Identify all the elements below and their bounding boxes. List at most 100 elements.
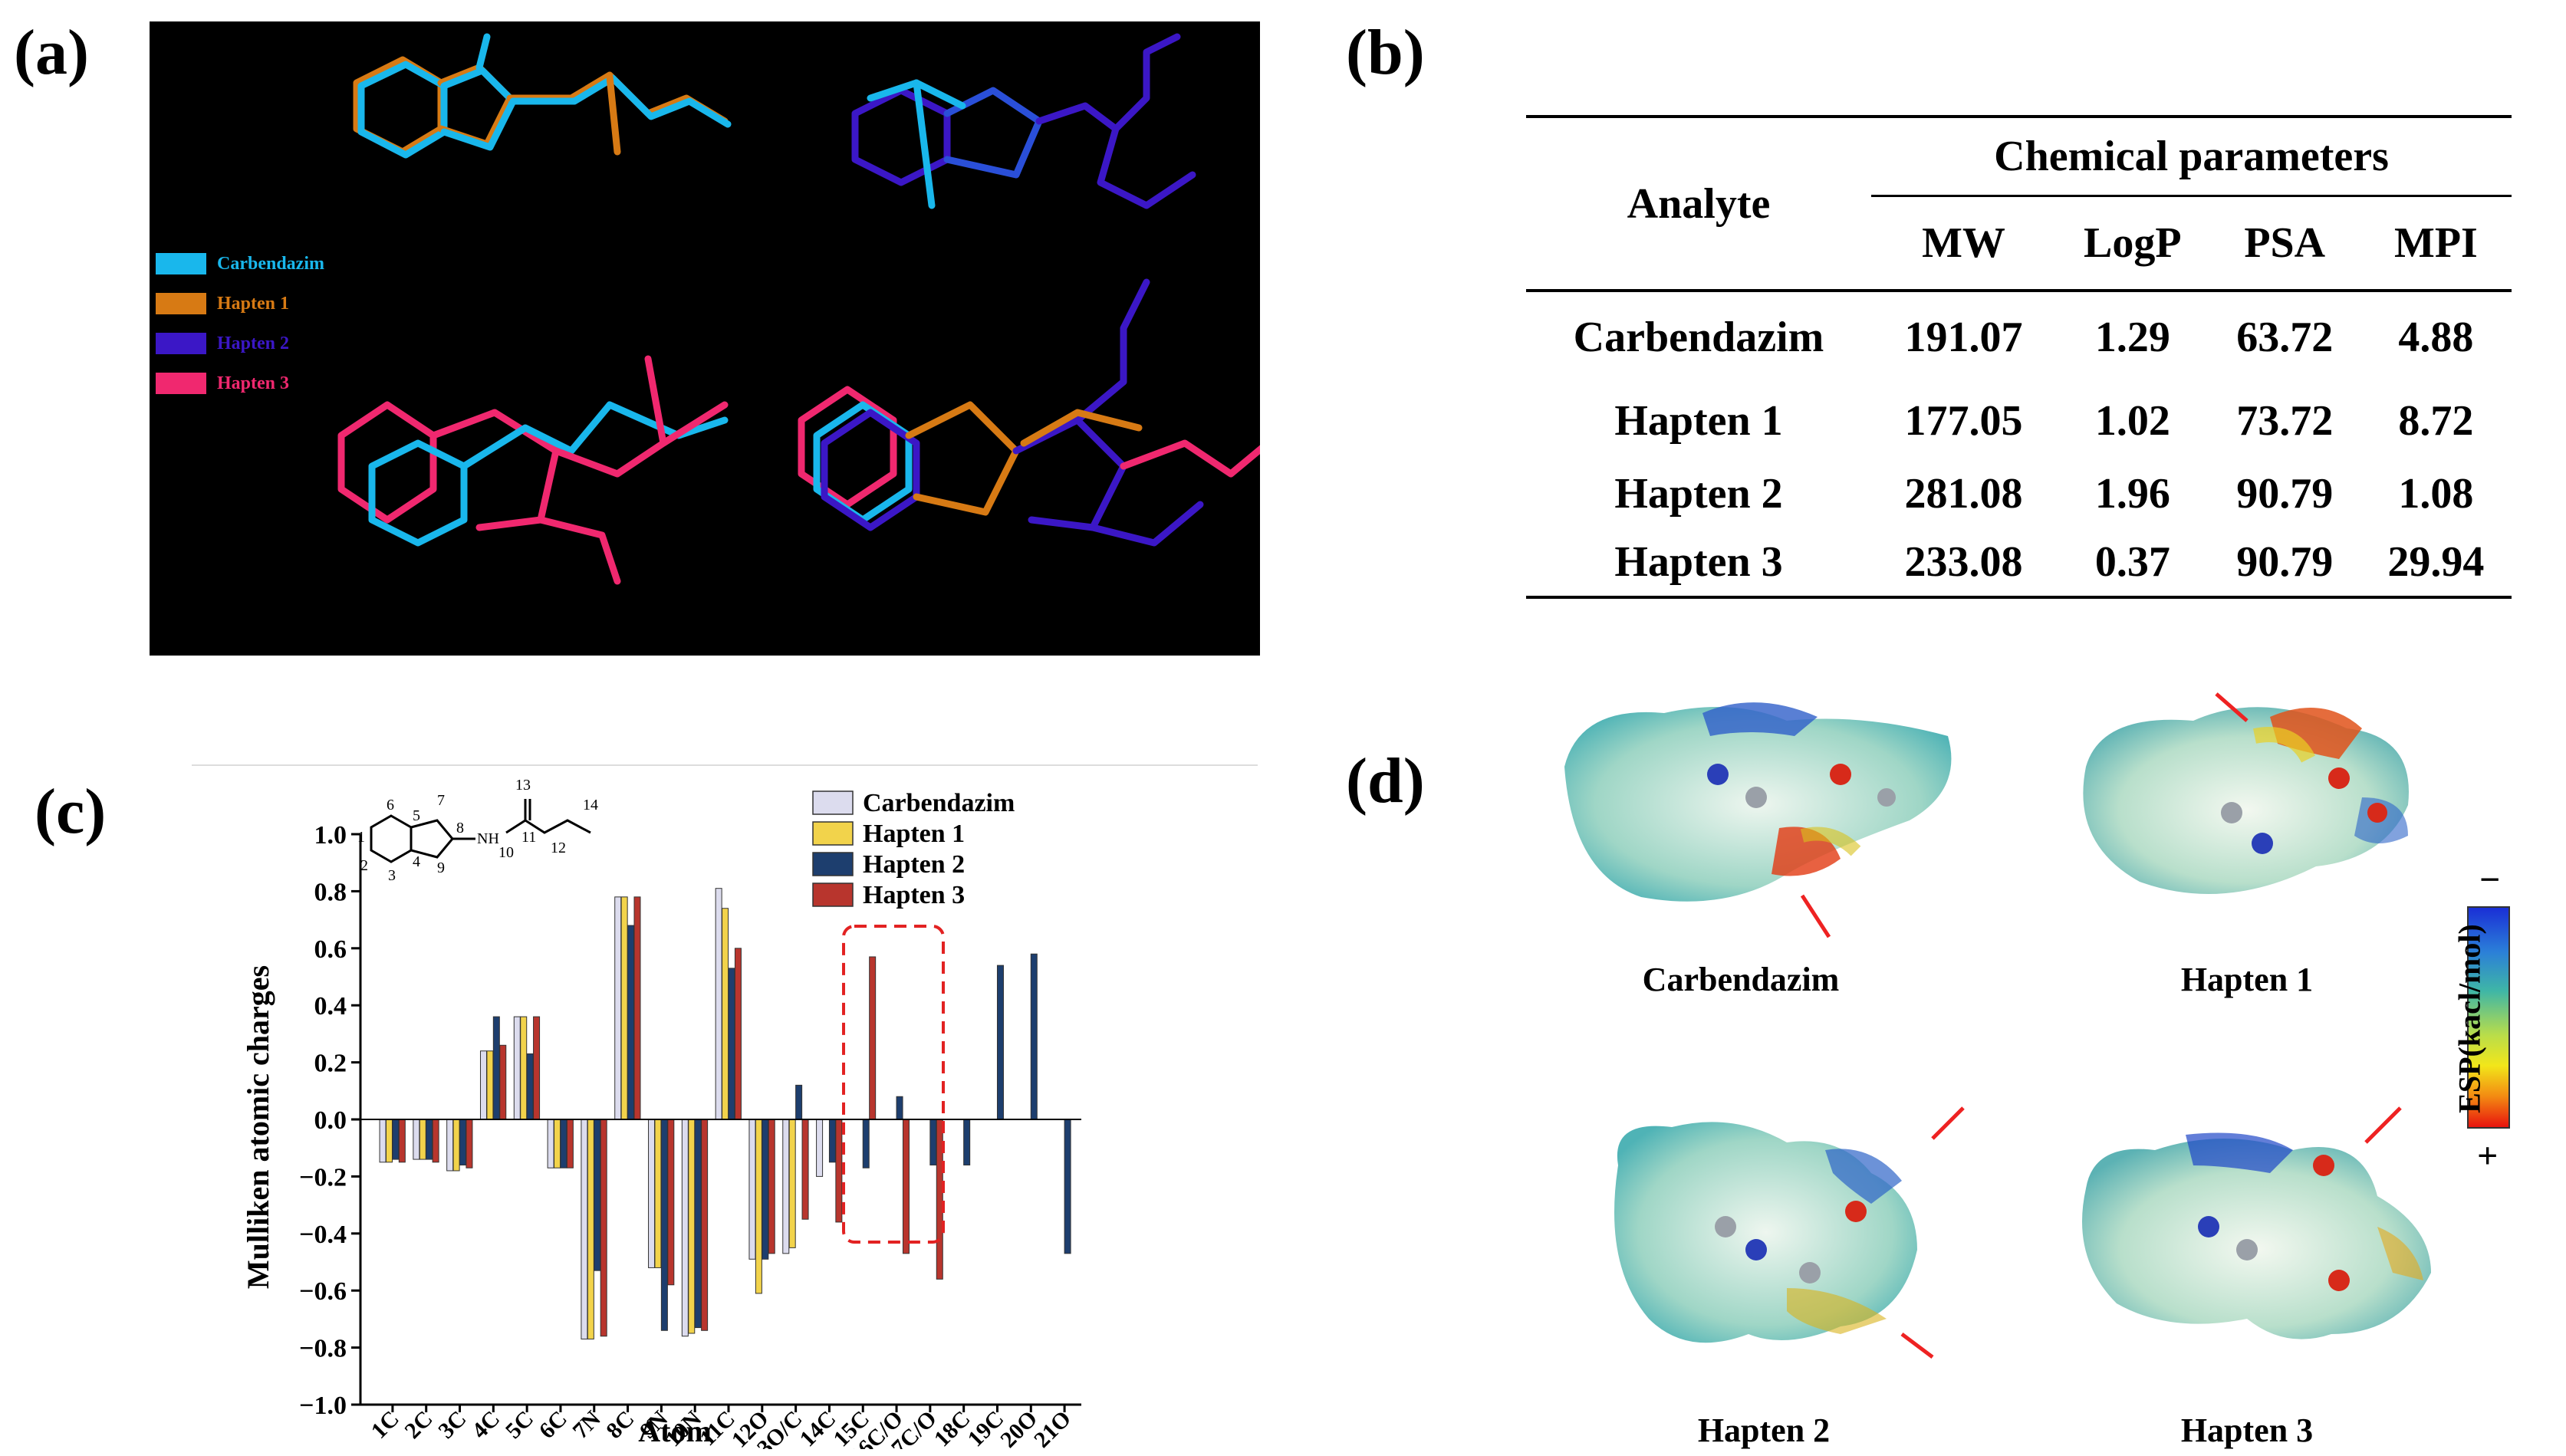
chart-bar bbox=[835, 1119, 843, 1223]
y-tick-label: 1.0 bbox=[314, 821, 347, 850]
chart-bar bbox=[963, 1119, 971, 1166]
table-cell: 73.72 bbox=[2236, 397, 2334, 445]
chart-bar bbox=[465, 1119, 473, 1168]
x-axis-label: Atom bbox=[638, 1414, 712, 1448]
esp-carbendazim bbox=[1564, 702, 1952, 938]
legend-swatch bbox=[812, 790, 854, 815]
table-cell: 29.94 bbox=[2387, 538, 2485, 586]
y-tick-label: 0.0 bbox=[314, 1106, 347, 1135]
chart-bar bbox=[681, 1119, 689, 1337]
chart-bar bbox=[385, 1119, 393, 1163]
chart-bar bbox=[486, 1050, 494, 1120]
chart-bar bbox=[633, 896, 641, 1120]
table-row: Hapten 1 177.05 1.02 73.72 8.72 bbox=[1526, 383, 2512, 459]
esp-scale-label: ESP(kacl/mol) bbox=[2452, 924, 2487, 1113]
chart-bar bbox=[560, 1119, 567, 1168]
table-col-header: LogP bbox=[2084, 219, 2182, 267]
esp-label-hapten3: Hapten 3 bbox=[2180, 1412, 2314, 1449]
chart-bar bbox=[795, 1084, 803, 1120]
legend-label: Hapten 3 bbox=[863, 881, 965, 909]
structure-number: 13 bbox=[515, 777, 531, 794]
chart-bar bbox=[762, 1119, 769, 1260]
overlay-legend-item: Carbendazim bbox=[156, 244, 324, 284]
structure-number: 4 bbox=[413, 853, 420, 870]
chart-bar bbox=[694, 1119, 702, 1329]
legend-label: Hapten 1 bbox=[863, 820, 965, 848]
structure-number: 14 bbox=[583, 797, 598, 813]
esp-arrow bbox=[1800, 894, 1831, 938]
structure-number: 12 bbox=[551, 840, 566, 856]
chart-bar bbox=[660, 1119, 668, 1331]
overlay-legend-item: Hapten 2 bbox=[156, 324, 324, 363]
esp-arrow bbox=[1900, 1333, 1934, 1359]
chart-bar bbox=[648, 1119, 656, 1268]
chart-bar bbox=[782, 1119, 790, 1254]
structure-number: 11 bbox=[521, 829, 536, 846]
chart-bar bbox=[667, 1119, 675, 1286]
x-tick-label: 2C bbox=[400, 1406, 437, 1444]
table-row: Hapten 2 281.08 1.96 90.79 1.08 bbox=[1526, 459, 2512, 528]
esp-arrow bbox=[2364, 1106, 2402, 1144]
table-header-analyte: Analyte bbox=[1627, 179, 1771, 228]
chart-bar bbox=[620, 896, 628, 1120]
legend-label: Hapten 1 bbox=[217, 293, 290, 314]
table-cell: 0.37 bbox=[2094, 538, 2170, 586]
structure-number: 3 bbox=[388, 867, 396, 884]
table-cell: 4.88 bbox=[2398, 314, 2474, 361]
chart-bar bbox=[755, 1119, 762, 1294]
chart-bar bbox=[526, 1053, 534, 1120]
chart-bar bbox=[426, 1119, 433, 1160]
chart-bar bbox=[614, 896, 622, 1120]
chart-bar bbox=[627, 925, 635, 1120]
structure-number: 5 bbox=[413, 807, 420, 824]
chart-bar bbox=[533, 1016, 541, 1120]
legend-label: Carbendazim bbox=[217, 253, 324, 274]
x-tick-label: 6C bbox=[535, 1406, 572, 1444]
chart-bar bbox=[929, 1119, 937, 1166]
overlay-carbendazim-hapten1 bbox=[353, 33, 732, 159]
x-tick-label: 1C bbox=[367, 1406, 404, 1444]
chart-bar bbox=[816, 1119, 824, 1177]
chart-bar bbox=[446, 1119, 454, 1172]
table-cell: 281.08 bbox=[1904, 470, 2023, 518]
x-tick-label: 4C bbox=[467, 1406, 505, 1444]
structure-nh-label: NH bbox=[477, 830, 499, 847]
chart-bar bbox=[748, 1119, 756, 1260]
legend-swatch bbox=[812, 821, 854, 846]
x-tick-label: 5C bbox=[501, 1406, 538, 1444]
table-cell-analyte: Hapten 2 bbox=[1614, 470, 1783, 518]
chart-bar bbox=[722, 908, 729, 1120]
overlay-structures bbox=[337, 33, 1260, 585]
table-cell: 8.72 bbox=[2398, 397, 2474, 445]
panel-label-b: (b) bbox=[1346, 17, 1425, 88]
overlay-legend-item: Hapten 1 bbox=[156, 284, 324, 324]
table-cell: 90.79 bbox=[2236, 538, 2334, 586]
y-tick-label: −0.8 bbox=[299, 1335, 347, 1363]
structure-numbers: 1 2 3 4 5 6 7 8 9 10 11 12 13 14 NH bbox=[357, 777, 598, 884]
carbendazim-structure bbox=[370, 799, 591, 863]
table-row: Carbendazim 191.07 1.29 63.72 4.88 bbox=[1526, 291, 2512, 383]
chart-bar bbox=[869, 956, 877, 1120]
structure-number: 8 bbox=[456, 820, 464, 836]
table-cell: 90.79 bbox=[2236, 470, 2334, 518]
chart-bar bbox=[554, 1119, 561, 1168]
chart-bar bbox=[862, 1119, 870, 1168]
chart-bar bbox=[688, 1119, 696, 1334]
legend-label: Carbendazim bbox=[863, 789, 1015, 817]
esp-label-hapten2: Hapten 2 bbox=[1697, 1412, 1831, 1449]
highlight-box bbox=[842, 925, 945, 1244]
chart-bar bbox=[902, 1119, 910, 1254]
chart-bar bbox=[1030, 953, 1038, 1120]
table-cell: 1.96 bbox=[2094, 470, 2170, 518]
y-tick-label: 0.6 bbox=[314, 935, 347, 964]
legend-swatch bbox=[156, 293, 206, 314]
esp-label-carbendazim: Carbendazim bbox=[1642, 961, 1840, 998]
y-axis-label: Mulliken atomic charges bbox=[241, 965, 275, 1289]
chart-bar bbox=[828, 1119, 836, 1163]
chart-bar bbox=[701, 1119, 709, 1331]
panel-label-d: (d) bbox=[1346, 745, 1425, 817]
chart-bar bbox=[715, 888, 722, 1120]
y-tick-label: −0.6 bbox=[299, 1277, 347, 1306]
chart-bar bbox=[734, 948, 742, 1120]
table-group-header: Chemical parameters bbox=[1871, 117, 2512, 197]
